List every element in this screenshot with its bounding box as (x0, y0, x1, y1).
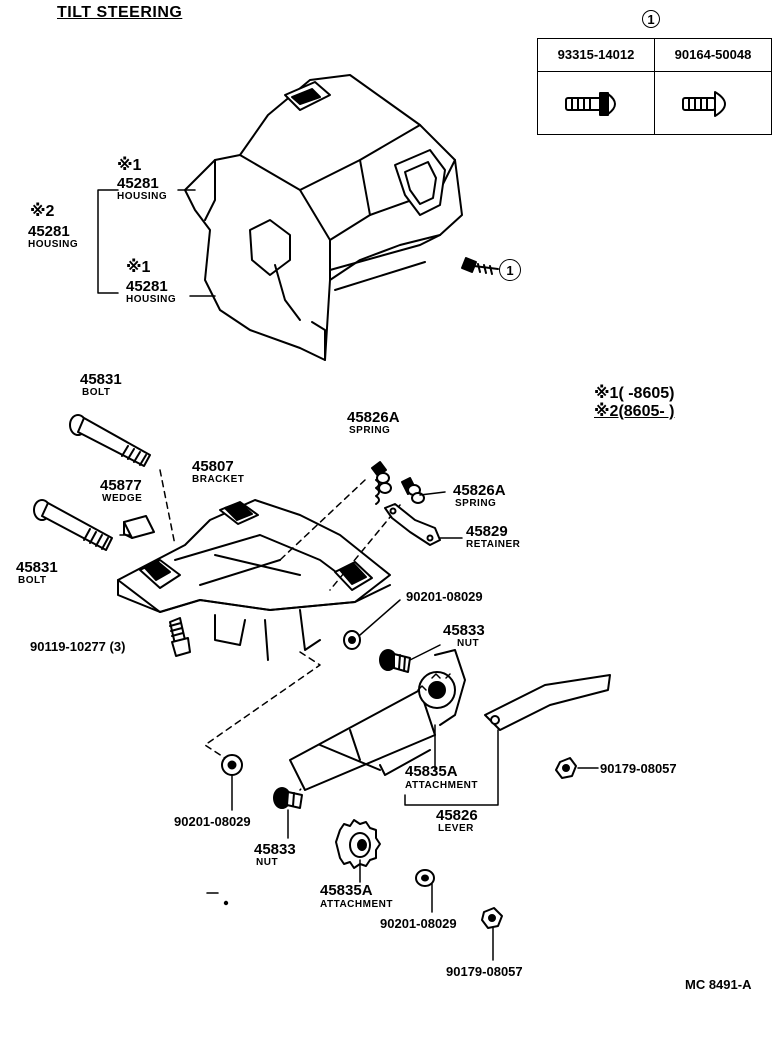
spring-top-name: SPRING (349, 425, 391, 436)
washer-right-code: 90201-08029 (406, 589, 483, 604)
housing-mark-2: ※2 (30, 203, 55, 220)
tilt-lever-mechanism (289, 649, 611, 806)
bolt-top-name: BOLT (82, 387, 111, 398)
attachment-top-number: 45835A (405, 763, 458, 780)
bolt-left-number: 45831 (16, 559, 58, 576)
housing-screw-marker-circle: 1 (499, 259, 521, 281)
attachment-top-name: ATTACHMENT (405, 780, 478, 791)
screw-90119 (169, 617, 191, 657)
housing-mark-1: ※1 (117, 157, 142, 174)
bolt-45831-left (33, 499, 113, 551)
bracket-number: 45807 (192, 458, 234, 475)
figure-code: MC 8491-A (685, 977, 752, 992)
spring-right-number: 45826A (453, 482, 506, 499)
housing-screw (461, 257, 499, 275)
bracket-name: BRACKET (192, 474, 245, 485)
diagram-title: TILT STEERING (57, 4, 183, 21)
screw-left-code: 90119-10277 (3) (30, 639, 126, 654)
attachment-bottom-number: 45835A (320, 882, 373, 899)
spring-right-name: SPRING (455, 498, 497, 509)
flange-nut-bottom-code: 90179-08057 (446, 964, 523, 979)
housing-number-2: 45281 (28, 223, 70, 240)
housing-number-3: 45281 (126, 278, 168, 295)
housing-name-3: HOUSING (126, 294, 177, 305)
spring-45826A-top (371, 461, 392, 505)
legend-line-1: ※1( -8605) (594, 385, 675, 402)
bracket-45807 (117, 499, 391, 661)
housing-name-2: HOUSING (28, 239, 79, 250)
bolt-top-number: 45831 (80, 371, 122, 388)
table-marker-circle: 1 (642, 10, 660, 28)
legend-line-2: ※2(8605- ) (594, 403, 675, 420)
washer-bottom-code: 90201-08029 (380, 916, 457, 931)
flange-nut-right-code: 90179-08057 (600, 761, 677, 776)
nut-45833-upper (379, 644, 441, 673)
nut-top-name: NUT (457, 638, 480, 649)
wedge-name: WEDGE (102, 493, 143, 504)
table-col1-header: 93315-14012 (537, 38, 655, 72)
wedge-number: 45877 (100, 477, 142, 494)
washer-90201-bottom (415, 869, 435, 913)
flange-nut-90179-bottom (481, 907, 503, 961)
retainer-name: RETAINER (466, 539, 521, 550)
nut-bottom-name: NUT (256, 857, 279, 868)
table-col2-header: 90164-50048 (654, 38, 772, 72)
table-cell-screw-1 (537, 71, 655, 135)
table-cell-screw-2 (654, 71, 772, 135)
bolt-45831-top (69, 414, 151, 467)
housing-mark-3: ※1 (126, 259, 151, 276)
nut-bottom-number: 45833 (254, 841, 296, 858)
housing-number-1: 45281 (117, 175, 159, 192)
spring-45826A-right (401, 477, 446, 504)
housing-screw-marker: 1 (499, 259, 521, 281)
washer-left-code: 90201-08029 (174, 814, 251, 829)
lever-number: 45826 (436, 807, 478, 824)
attachment-bottom-name: ATTACHMENT (320, 899, 393, 910)
lever-name: LEVER (438, 823, 474, 834)
retainer-number: 45829 (466, 523, 508, 540)
spring-top-number: 45826A (347, 409, 400, 426)
attachment-45835A-lower (335, 819, 381, 883)
washer-90201-right (343, 599, 401, 650)
fastener-reference-table: 93315-14012 90164-50048 (537, 38, 772, 135)
housing-name-1: HOUSING (117, 191, 168, 202)
flange-nut-90179-right (555, 757, 599, 779)
steering-column-housing (184, 74, 463, 361)
washer-90201-left (221, 754, 243, 811)
wedge-45877 (123, 515, 155, 539)
nut-top-number: 45833 (443, 622, 485, 639)
nut-45833-lower (273, 787, 303, 839)
bolt-left-name: BOLT (18, 575, 47, 586)
retainer-45829 (384, 503, 463, 546)
table-marker: 1 (642, 10, 660, 28)
